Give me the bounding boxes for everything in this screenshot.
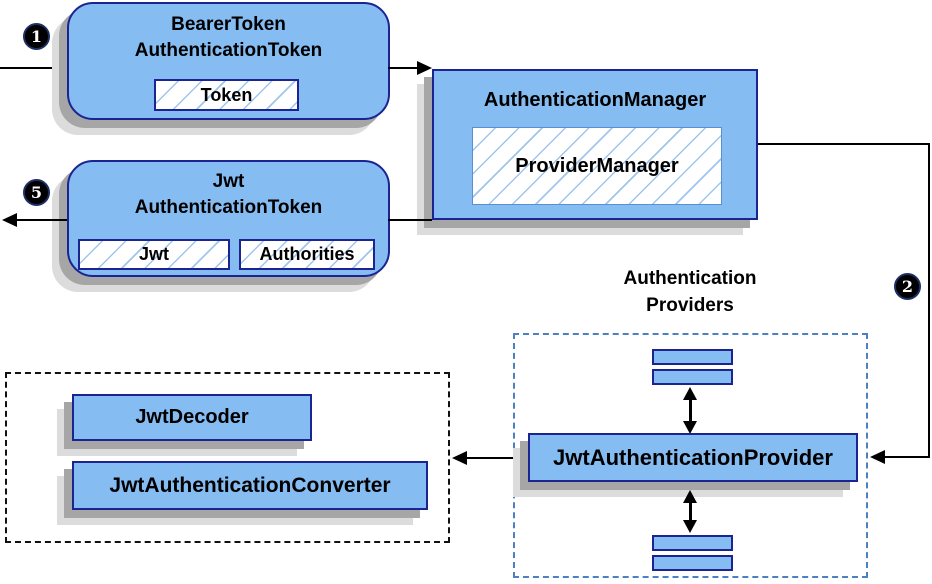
provider-manager-chip: ProviderManager (472, 127, 722, 205)
manager-to-providers-line-right (928, 143, 930, 458)
bearer-token-title-line1: BearerToken (171, 14, 286, 35)
provider-stack-bar (652, 535, 733, 551)
arrowhead-left-icon (452, 451, 467, 465)
step-1-number: 1 (30, 27, 43, 46)
up-down-arrow-icon (683, 490, 697, 503)
jwt-chip: Jwt (78, 239, 230, 270)
authentication-manager-title: AuthenticationManager (483, 89, 707, 111)
arrowhead-left-icon (2, 213, 17, 227)
token-chip-label: Token (200, 84, 253, 105)
token-chip: Token (154, 79, 299, 111)
jwt-token-title-line2: AuthenticationToken (134, 196, 323, 218)
jwt-authentication-converter-label: JwtAuthenticationConverter (109, 473, 391, 497)
step-5-number: 5 (30, 183, 43, 202)
outgoing-result-line (14, 219, 67, 221)
bearer-to-manager-line (388, 67, 420, 69)
jwt-chip-label: Jwt (138, 244, 169, 264)
manager-to-jwt-token-line (388, 219, 432, 221)
jwt-decoder-label: JwtDecoder (135, 406, 249, 428)
provider-stack-bar (652, 555, 733, 571)
provider-stack-bar (652, 369, 733, 385)
jwt-decoder-box: JwtDecoder (72, 394, 312, 441)
step-5-badge: 5 (23, 179, 50, 206)
arrowhead-left-icon (870, 450, 885, 464)
bearer-token-authentication-token-box: BearerToken AuthenticationToken Token (67, 2, 390, 120)
bearer-token-title-line2: AuthenticationToken (134, 39, 323, 61)
authorities-chip: Authorities (239, 239, 375, 270)
step-2-badge: 2 (894, 273, 921, 300)
arrowhead-right-icon (417, 61, 432, 75)
authorities-chip-label: Authorities (259, 244, 355, 264)
jwt-authentication-converter-box: JwtAuthenticationConverter (72, 461, 428, 510)
manager-to-providers-line-top (758, 143, 930, 145)
provider-manager-label: ProviderManager (515, 154, 679, 177)
provider-stack-bar (652, 349, 733, 365)
up-down-arrow-line (689, 395, 692, 428)
step-1-badge: 1 (23, 23, 50, 50)
up-down-arrow-icon (683, 421, 697, 434)
step-2-number: 2 (901, 277, 914, 296)
jwt-authentication-provider-box: JwtAuthenticationProvider (528, 433, 858, 482)
jwt-authentication-provider-label: JwtAuthenticationProvider (553, 444, 833, 470)
providers-label-line2: Providers (646, 294, 734, 316)
providers-label-line1: Authentication (623, 268, 757, 289)
manager-to-providers-line-bottom (884, 456, 930, 458)
provider-to-decoder-line (466, 457, 513, 459)
up-down-arrow-icon (683, 520, 697, 533)
up-down-arrow-line (689, 498, 692, 526)
up-down-arrow-icon (683, 387, 697, 400)
authentication-manager-box: AuthenticationManager ProviderManager (432, 69, 758, 220)
incoming-request-line (0, 67, 67, 69)
jwt-token-title-line1: Jwt (212, 171, 245, 192)
jwt-authentication-token-box: Jwt AuthenticationToken Jwt Authorities (67, 160, 390, 277)
